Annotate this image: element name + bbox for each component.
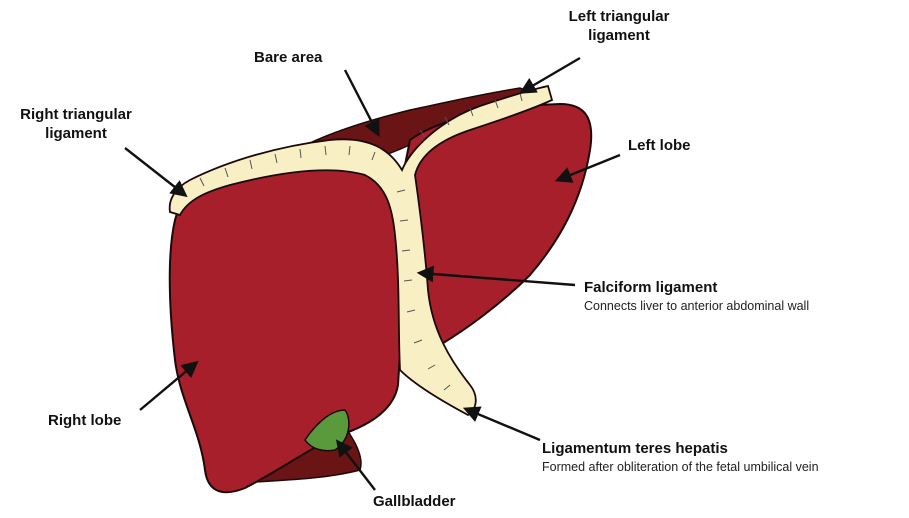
right-triangular-line1: Right triangular <box>20 106 132 123</box>
label-left-triangular-ligament: Left triangular ligament <box>550 7 688 45</box>
left-triangular-line1: Left triangular <box>569 8 670 25</box>
teres-title: Ligamentum teres hepatis <box>542 440 728 457</box>
right-triangular-line2: ligament <box>45 125 107 142</box>
left-triangular-line2: ligament <box>588 27 650 44</box>
teres-description: Formed after obliteration of the fetal u… <box>542 459 819 475</box>
label-gallbladder: Gallbladder <box>373 492 456 511</box>
falciform-title: Falciform ligament <box>584 279 717 296</box>
arrow-left-triangular <box>522 58 580 92</box>
label-left-lobe: Left lobe <box>628 136 691 155</box>
arrow-right-triangular <box>125 148 185 195</box>
label-bare-area: Bare area <box>254 48 322 67</box>
label-right-triangular-ligament: Right triangular ligament <box>5 105 147 143</box>
label-ligamentum-teres: Ligamentum teres hepatis Formed after ob… <box>542 439 819 475</box>
label-falciform-ligament: Falciform ligament Connects liver to ant… <box>584 278 809 314</box>
arrow-teres <box>466 409 540 440</box>
label-right-lobe: Right lobe <box>48 411 121 430</box>
right-lobe-region <box>170 161 403 492</box>
falciform-description: Connects liver to anterior abdominal wal… <box>584 298 809 314</box>
